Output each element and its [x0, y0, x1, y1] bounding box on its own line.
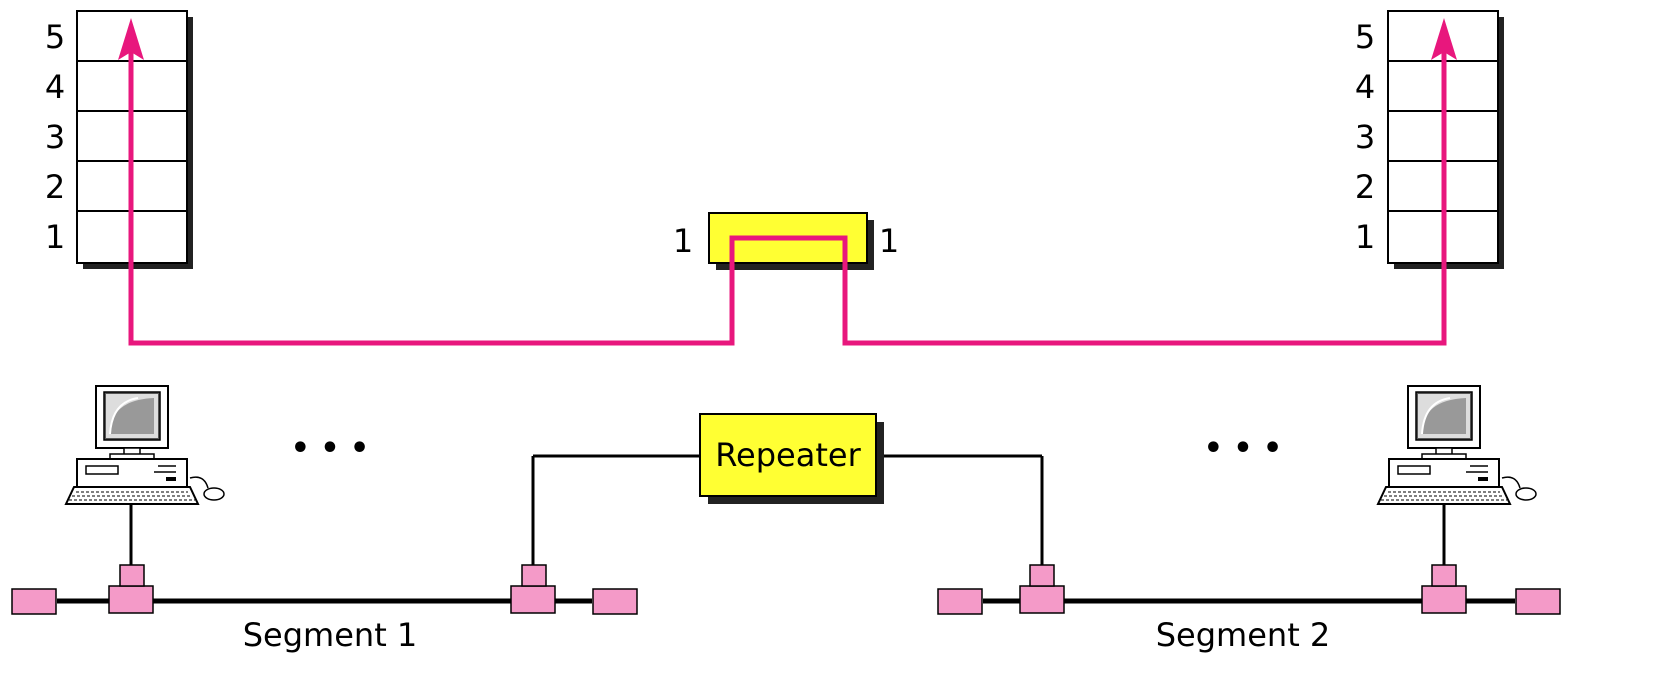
repeater-layer-box: 1 1: [673, 212, 899, 270]
segment-2: Segment 2 • • •: [937, 431, 1561, 654]
computer-icon: [65, 385, 225, 505]
tap-connector: [510, 585, 556, 614]
left-layer-5-label: 5: [45, 18, 65, 56]
tap-connector: [119, 564, 145, 587]
right-arrow-head: [1431, 18, 1457, 60]
segment-1: Segment 1 • • •: [11, 431, 638, 654]
left-layer-2-label: 2: [45, 168, 65, 206]
computer-icon: [1377, 385, 1537, 505]
right-layer-1-label: 1: [1355, 218, 1375, 256]
repeater-layer-left-label: 1: [673, 222, 693, 260]
tap-connector: [1421, 585, 1467, 614]
terminator: [11, 588, 57, 615]
terminator: [937, 588, 983, 615]
left-layer-3-label: 3: [45, 118, 65, 156]
repeater-device: Repeater: [531, 413, 1044, 565]
ellipsis: • • •: [291, 431, 369, 466]
right-layer-4-label: 4: [1355, 68, 1375, 106]
right-layer-2-label: 2: [1355, 168, 1375, 206]
data-path: [118, 18, 1457, 346]
repeater-label: Repeater: [715, 436, 861, 474]
terminator: [592, 588, 638, 615]
right-layer-3-label: 3: [1355, 118, 1375, 156]
tap-connector: [1029, 564, 1055, 587]
segment-1-label: Segment 1: [243, 616, 418, 654]
segment-2-label: Segment 2: [1156, 616, 1331, 654]
left-layer-4-label: 4: [45, 68, 65, 106]
left-layer-1-label: 1: [45, 218, 65, 256]
tap-connector: [1431, 564, 1457, 587]
tap-connector: [1019, 585, 1065, 614]
repeater-layer-right-label: 1: [879, 222, 899, 260]
tap-connector: [521, 564, 547, 587]
right-layer-stack: 5 4 3 2 1: [1355, 10, 1504, 269]
tap-connector: [108, 585, 154, 614]
left-layer-stack: 5 4 3 2 1: [45, 10, 193, 269]
left-arrow-head: [118, 18, 144, 60]
terminator: [1515, 588, 1561, 615]
right-layer-5-label: 5: [1355, 18, 1375, 56]
ellipsis: • • •: [1204, 431, 1282, 466]
